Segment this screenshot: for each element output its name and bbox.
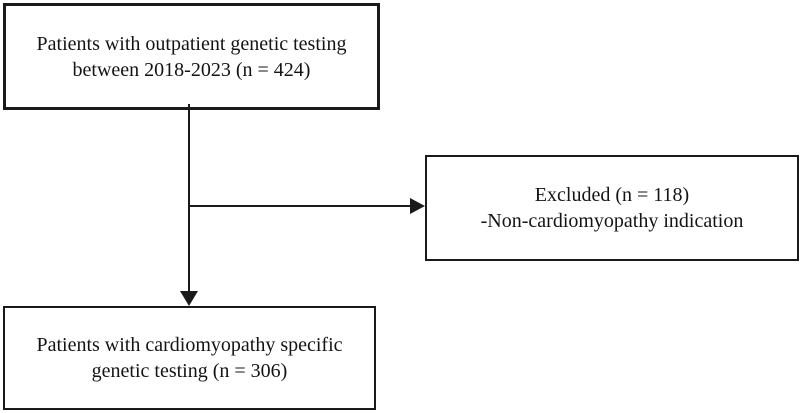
node-outpatient-genetic-testing: Patients with outpatient genetic testing… [3,3,380,110]
node-text-line: Excluded (n = 118) [534,184,690,206]
connector-branch-line [189,205,410,207]
arrowhead-down-icon [180,291,198,306]
arrowhead-right-icon [410,198,425,214]
node-text-line: Patients with outpatient genetic testing [36,32,347,55]
node-excluded: Excluded (n = 118) -Non-cardiomyopathy i… [425,155,799,261]
node-text-line: between 2018-2023 (n = 424) [72,58,311,81]
node-text-line: -Non-cardiomyopathy indication [480,210,744,232]
node-text-line: genetic testing (n = 306) [91,360,288,382]
connector-vertical-line [188,104,190,292]
node-text-line: Patients with cardiomyopathy specific [36,334,343,356]
node-cardiomyopathy-specific-testing: Patients with cardiomyopathy specific ge… [3,306,376,410]
